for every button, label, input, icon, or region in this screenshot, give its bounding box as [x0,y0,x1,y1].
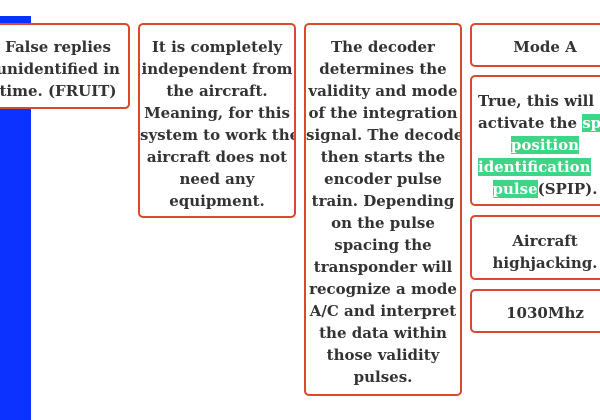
highlighted-text: identification [478,158,591,176]
card-text: Mode A [513,38,577,56]
card-line: True, this will [478,92,595,110]
spip-card[interactable]: True, this will activate the spec positi… [470,75,600,206]
card-line: spacing the [334,236,432,254]
card-line: Aircraft [512,232,578,250]
card-line: signal. The decoder [306,126,462,144]
card-line: those validity [326,346,440,364]
card-line: time. (FRUIT) [0,82,117,100]
card-line: on the pulse [331,214,435,232]
card-line-text: (SPIP). [537,180,598,198]
card-line: encoder pulse [324,170,442,188]
card-line: recognize a mode [309,280,457,298]
independent-card[interactable]: It is completely independent from the ai… [138,23,296,218]
card-line: system to work the [140,126,296,144]
highlighted-text: spec [582,114,600,132]
fruit-card[interactable]: False replies unidentified in time. (FRU… [0,23,130,109]
highlighted-text: position [510,136,580,154]
card-line: False replies [5,38,111,56]
card-line: transponder will [313,258,453,276]
card-line: Meaning, for this [144,104,290,122]
card-line: pulses. [353,368,413,386]
card-line: unidentified in [0,60,120,78]
card-line: independent from [141,60,293,78]
decoder-card[interactable]: The decoder determines the validity and … [304,23,462,396]
card-line: validity and mode [308,82,458,100]
highlighted-text: pulse [492,180,538,198]
card-line: train. Depending [311,192,455,210]
card-text: 1030Mhz [506,304,584,322]
card-line: then starts the [320,148,446,166]
hijacking-card[interactable]: Aircraft highjacking. [470,215,600,280]
card-line: equipment. [169,192,265,210]
card-line: need any [179,170,255,188]
card-line: The decoder [331,38,435,56]
mode-a-card[interactable]: Mode A [470,23,600,67]
card-line: of the integration [308,104,458,122]
card-line: It is completely [151,38,283,56]
card-line: determines the [319,60,447,78]
card-line: highjacking. [492,254,598,272]
frequency-card[interactable]: 1030Mhz [470,289,600,333]
card-line-text: activate the [478,114,583,132]
card-line: the aircraft. [166,82,268,100]
card-line: aircraft does not [146,148,288,166]
card-line: A/C and interpret [309,302,457,320]
card-line: the data within [319,324,447,342]
